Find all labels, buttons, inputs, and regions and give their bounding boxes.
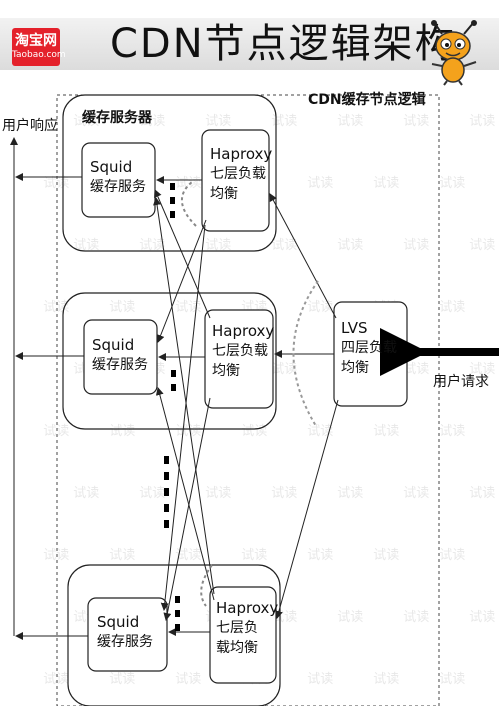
haproxy-2-name: Haproxy: [212, 322, 275, 340]
cross-line-e: [153, 197, 215, 595]
lvs-desc-line2: 均衡: [341, 360, 369, 376]
haproxy-2-text: Haproxy 七层负载 均衡: [212, 321, 274, 381]
cross-line-a: [156, 219, 207, 343]
haproxy-box-3: [209, 586, 277, 684]
squid-3-text: Squid 缓存服务: [97, 612, 153, 652]
haproxy-1-text: Haproxy 七层负载 均衡: [210, 144, 272, 204]
failover-arc-1: [181, 181, 197, 227]
squid-2-name: Squid: [92, 336, 135, 354]
haproxy-2-desc-line1: 七层负载: [212, 343, 268, 359]
user-response-label: 用户响应: [2, 118, 58, 134]
squid-box-2: [83, 319, 158, 395]
cross-line-b: [160, 224, 206, 611]
failover-arc-2: [292, 280, 319, 427]
haproxy-3-text: Haproxy 七层负 载均衡: [216, 598, 278, 658]
squid-1-text: Squid 缓存服务: [90, 157, 146, 197]
ant-mascot-icon: [431, 20, 477, 86]
cdn-node-boundary: [56, 94, 440, 706]
haproxy-1-name: Haproxy: [210, 145, 273, 163]
haproxy-3-desc-line2: 载均衡: [216, 640, 258, 656]
squid-2-text: Squid 缓存服务: [92, 335, 148, 375]
squid-3-desc: 缓存服务: [97, 634, 153, 650]
logo-text-cn: 淘宝网: [15, 33, 57, 49]
ellipsis-marks-vertical: [164, 456, 169, 528]
cache-server-group-1: [62, 94, 277, 252]
haproxy-1-desc-line2: 均衡: [210, 186, 238, 202]
lvs-desc-line1: 四层负载: [341, 340, 397, 356]
cross-line-d: [163, 397, 211, 621]
lvs-name: LVS: [341, 319, 368, 337]
title-band: [0, 18, 499, 70]
ellipsis-marks-3: [175, 596, 180, 631]
haproxy-3-desc-line1: 七层负: [216, 620, 258, 636]
haproxy-2-desc-line2: 均衡: [212, 363, 240, 379]
ellipsis-marks-2: [171, 370, 176, 391]
squid-3-name: Squid: [97, 613, 140, 631]
logo-text-en: Taobao.com: [12, 50, 66, 60]
failover-arc-3: [200, 564, 213, 607]
squid-box-1: [81, 142, 156, 218]
squid-2-desc: 缓存服务: [92, 357, 148, 373]
squid-box-3: [87, 597, 168, 672]
haproxy-box-2: [204, 309, 274, 409]
haproxy-1-desc-line1: 七层负载: [210, 166, 266, 182]
page-title: CDN节点逻辑架构: [110, 21, 457, 67]
cdn-group-label: CDN缓存节点逻辑: [308, 92, 426, 108]
lvs-to-haproxy3-arrow: [275, 399, 339, 619]
cache-server-label: 缓存服务器: [82, 110, 152, 126]
squid-1-name: Squid: [90, 158, 133, 176]
ellipsis-marks-1: [170, 183, 175, 218]
lvs-to-haproxy1-arrow: [269, 193, 337, 319]
haproxy-3-name: Haproxy: [216, 599, 279, 617]
cross-line-f: [155, 387, 215, 601]
squid-1-desc: 缓存服务: [90, 179, 146, 195]
cross-line-c: [154, 189, 211, 319]
taobao-logo: 淘宝网 Taobao.com: [12, 28, 66, 66]
user-request-label: 用户请求: [433, 374, 489, 390]
lvs-text: LVS 四层负载 均衡: [341, 318, 397, 378]
